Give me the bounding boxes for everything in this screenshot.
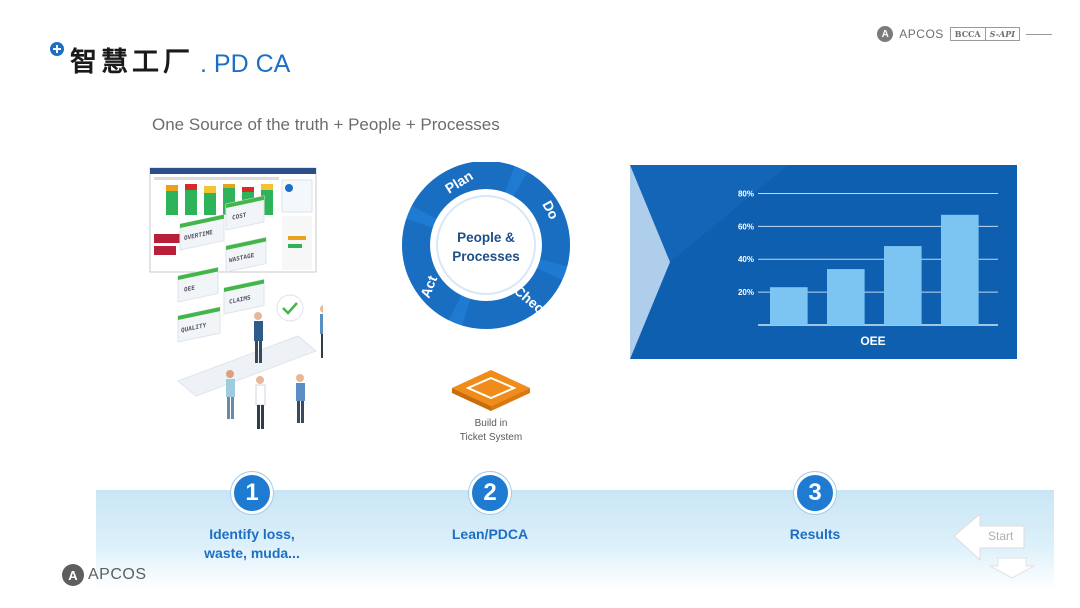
svg-text:COST: COST [232,212,247,222]
y-tick-label: 80% [738,189,754,198]
step-1: 1 Identify loss, waste, muda... [192,472,312,563]
plus-circle-icon [50,42,64,56]
step-3-number: 3 [794,472,836,514]
step-1-label-line2: waste, muda... [204,545,300,561]
brand-footer: A APCOS [62,564,147,586]
pdca-center-line1: People & [457,230,515,245]
check-bubble-icon [276,294,304,322]
chart-bar [827,269,865,325]
chart-xlabel: OEE [860,334,885,348]
step-1-label-line1: Identify loss, [209,526,295,542]
pdca-center-line2: Processes [452,249,520,264]
step-3: 3 Results [755,472,875,544]
step-3-label: Results [789,526,841,542]
brand-name: APCOS [88,566,147,583]
chart-bar [941,214,979,325]
metric-tiles: OVERTIME COST WASTAGE OEE CLAIMS QUALITY [177,195,267,343]
brand-tag-sapi: S-API [984,28,1019,40]
y-tick-label: 20% [738,288,754,297]
start-label: Start [988,529,1014,543]
brand-name: APCOS [899,27,944,41]
platform [177,335,317,397]
pdca-act: Act [417,273,440,300]
people-figures [226,305,323,429]
title-chinese: 智慧工厂 [70,47,194,78]
brand-header: A APCOS BCCA S-API [877,26,1052,42]
ticket-label-line1: Build in [474,418,508,429]
oee-bar-chart: 20% 40% 60% 80% OEE [630,165,1017,359]
apcos-logo-icon: A [62,564,84,586]
apcos-logo-icon: A [877,26,894,42]
chart-bar [770,287,808,325]
svg-text:OEE: OEE [184,284,195,293]
dashboard-people-illustration: OVERTIME COST WASTAGE OEE CLAIMS QUALITY [149,167,323,429]
chart-bar [884,246,922,325]
divider [1026,33,1052,35]
ticket-system: Build in Ticket System [446,368,536,445]
page-title: 智慧工厂 . PD CA [50,40,290,88]
title-english: . PD CA [200,50,291,78]
step-2-label: Lean/PDCA [451,526,529,542]
pdca-center [436,195,536,295]
pdca-do: Do [539,198,562,222]
y-tick-label: 40% [738,255,754,264]
brand-tags: BCCA S-API [949,27,1020,41]
svg-text:CLAIMS: CLAIMS [229,294,251,306]
subtitle: One Source of the truth + People + Proce… [152,115,500,134]
pdca-cycle-diagram: People & Processes Plan Do Check Act [402,162,570,329]
brand-tag-bcca: BCCA [954,29,981,39]
ticket-icon [452,370,530,411]
start-arrow-icon [953,512,1035,579]
step-2: 2 Lean/PDCA [430,472,550,544]
y-tick-label: 60% [738,222,754,231]
ticket-label-line2: Ticket System [459,432,523,443]
step-1-number: 1 [231,472,273,514]
dashboard-toolbar [150,168,316,174]
step-2-number: 2 [469,472,511,514]
